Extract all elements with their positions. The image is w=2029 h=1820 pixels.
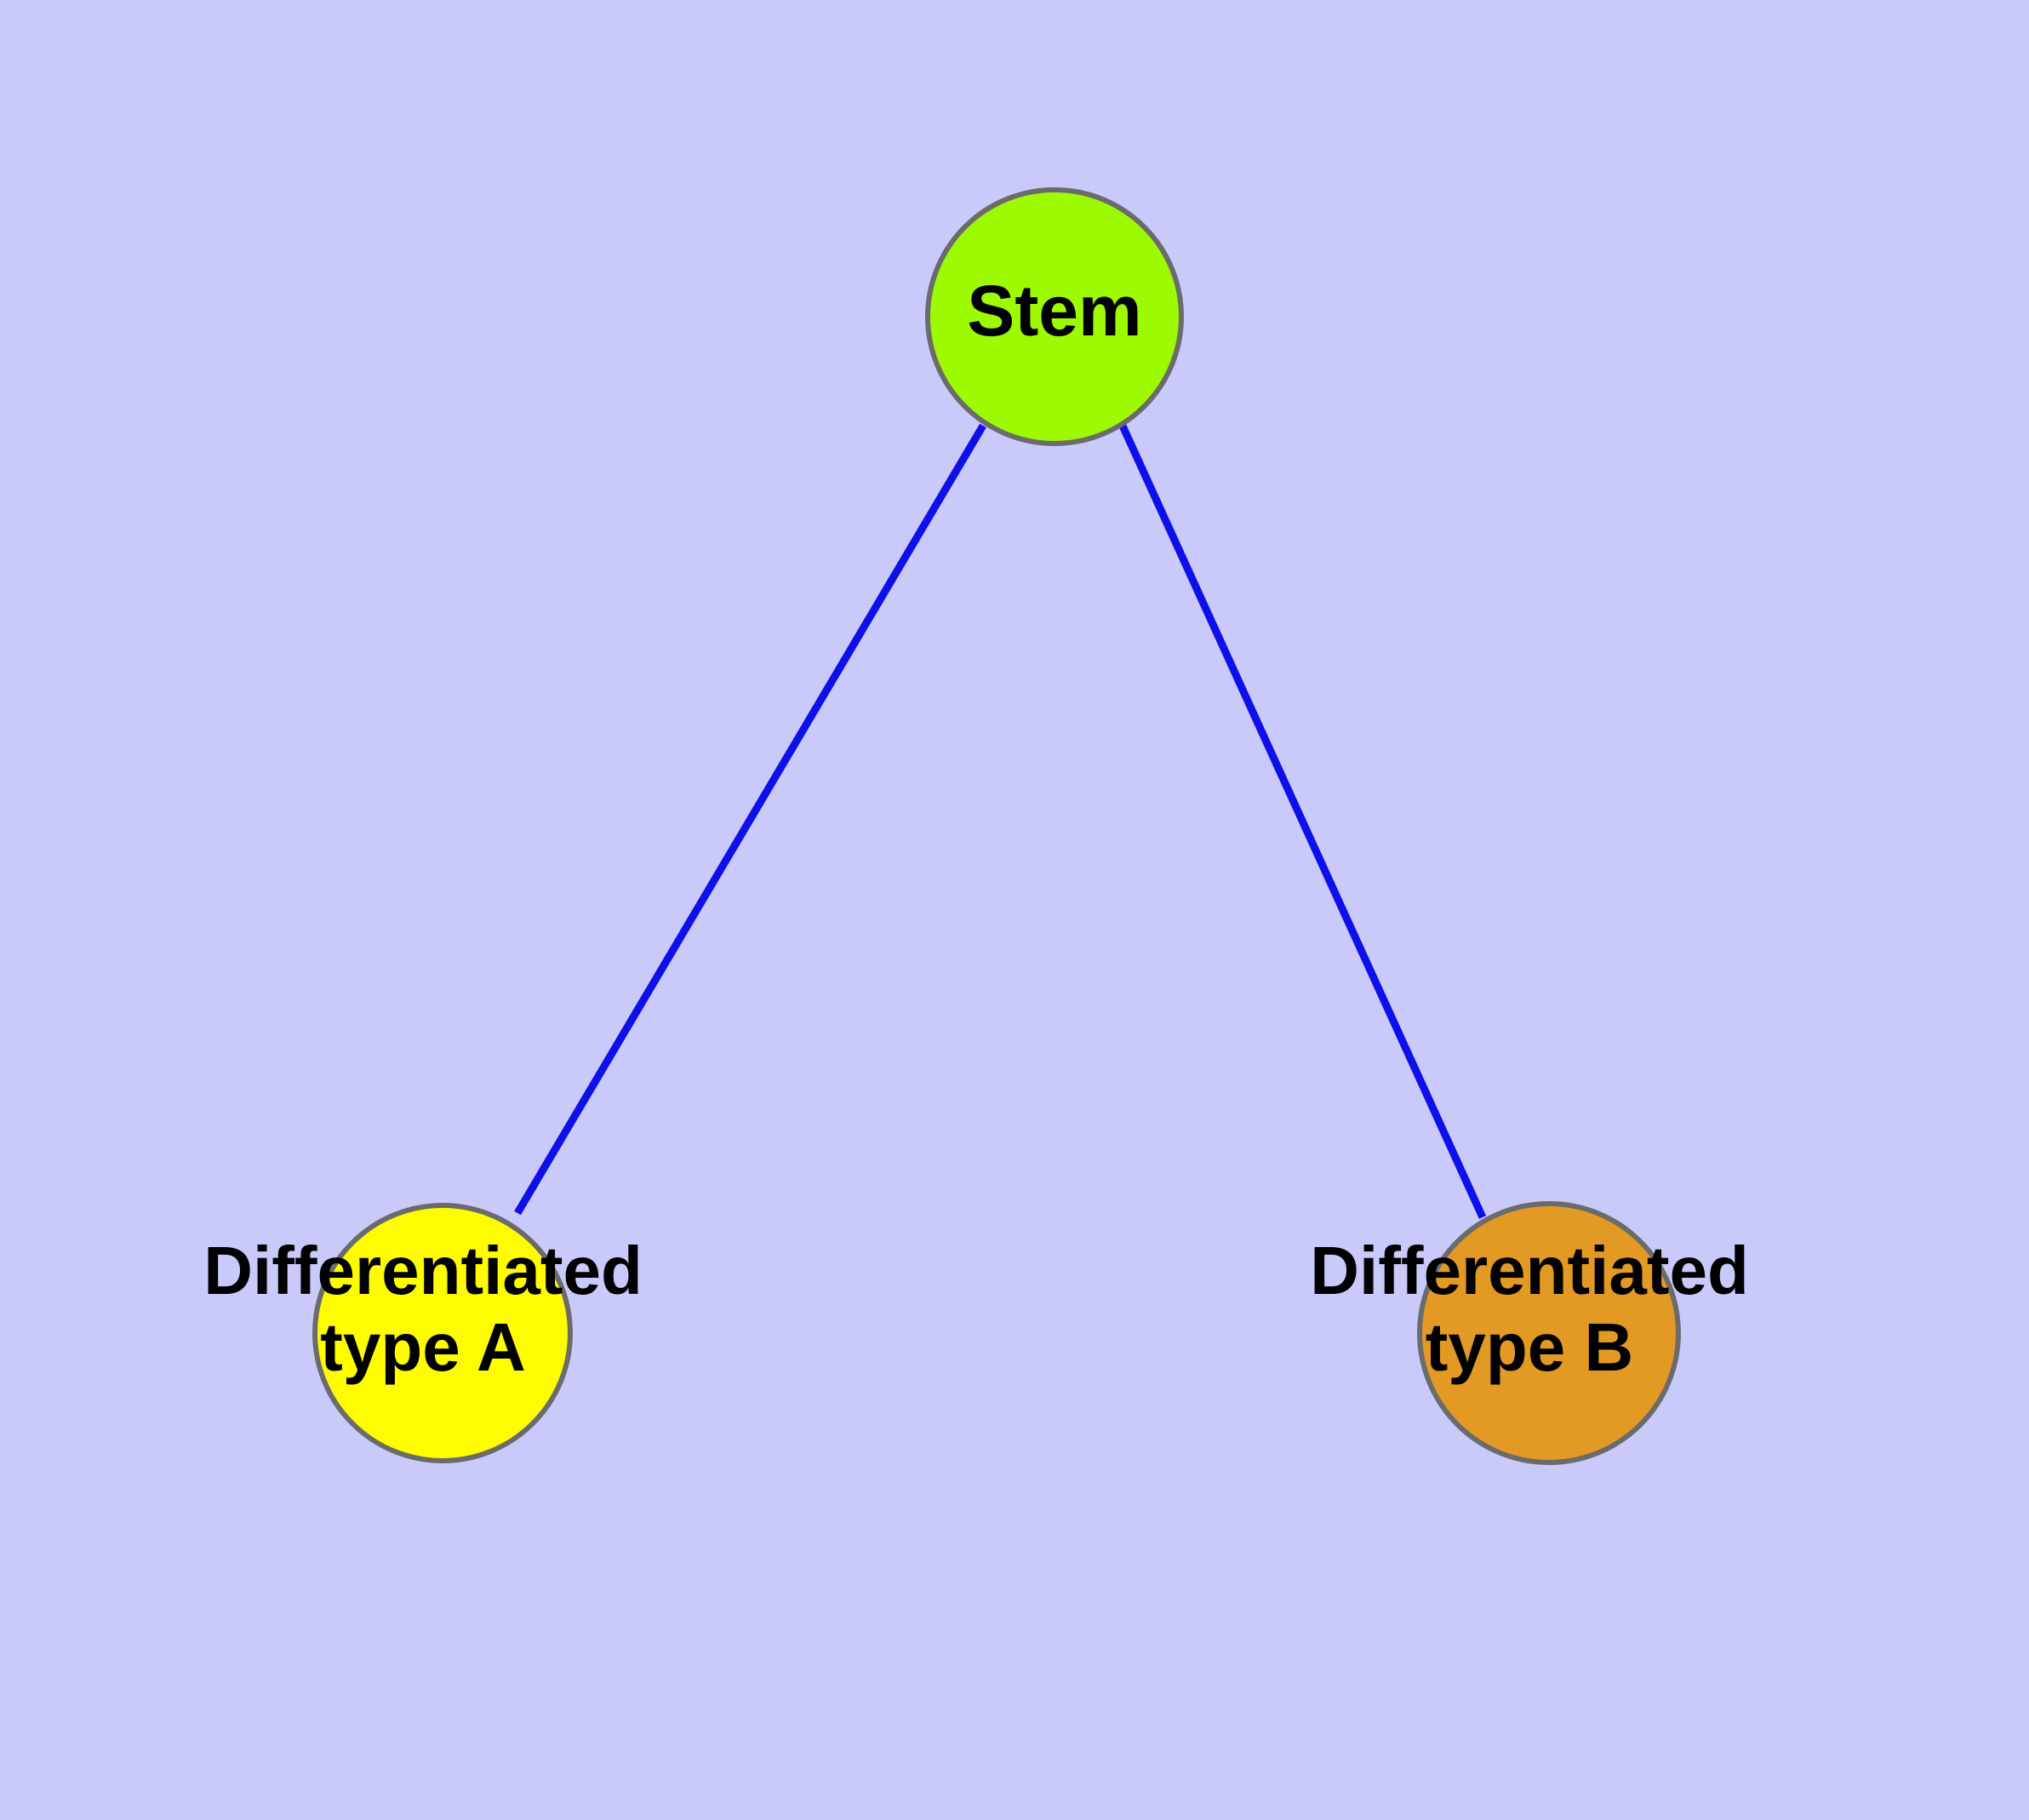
node-differentiated-type-a-circle[interactable] xyxy=(312,1203,573,1463)
node-stem-circle[interactable] xyxy=(925,187,1184,446)
node-differentiated-type-b-circle[interactable] xyxy=(1417,1201,1681,1465)
node-stem-label: Stem xyxy=(967,271,1141,351)
edge-stem-to-diff-a xyxy=(514,423,986,1216)
edge-stem-to-diff-b xyxy=(1117,422,1487,1219)
edge-layer xyxy=(514,422,1487,1219)
node-stem[interactable]: Stem xyxy=(925,187,1184,446)
